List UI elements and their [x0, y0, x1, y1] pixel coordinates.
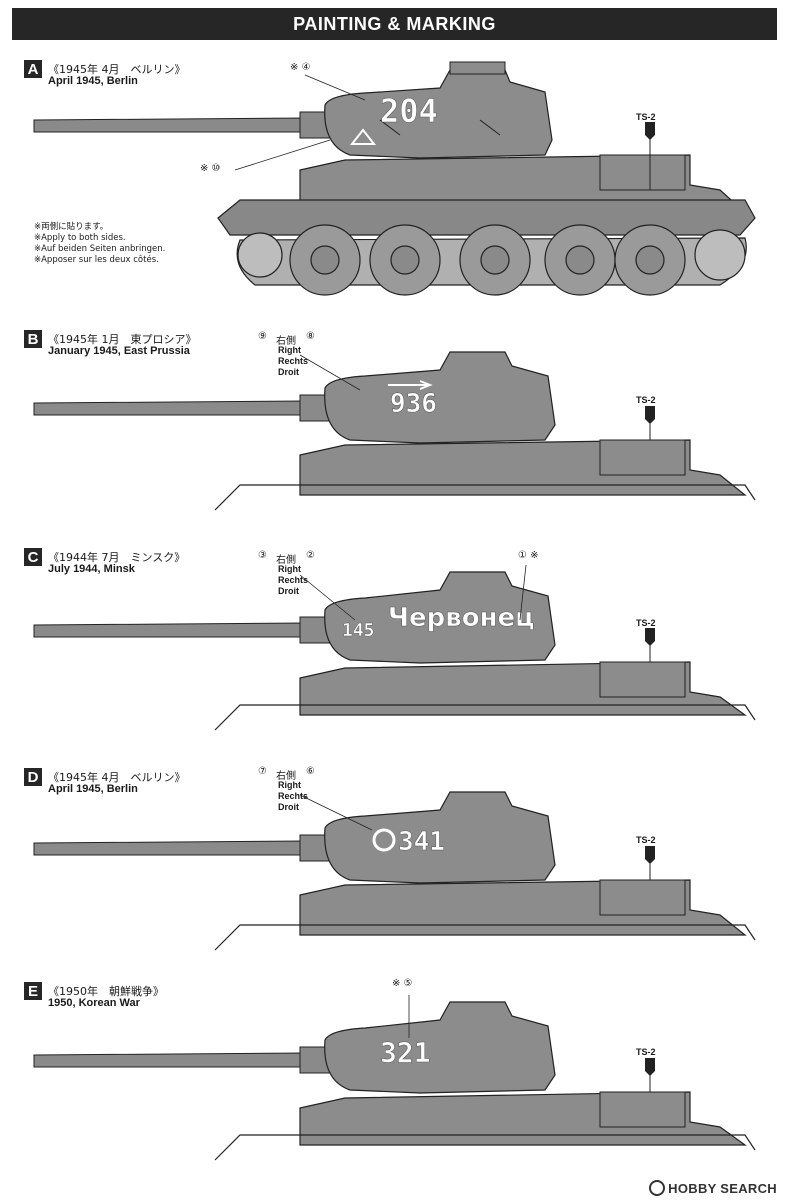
- circle-marking: [372, 828, 396, 852]
- section-letter: D: [24, 768, 42, 786]
- section-date-en: April 1945, Berlin: [48, 783, 138, 795]
- road-wheels: [237, 224, 746, 296]
- section-date-en: January 1945, East Prussia: [48, 345, 190, 357]
- ts2-label: TS-2: [636, 835, 656, 845]
- tank-diagram-b: 936: [33, 351, 756, 511]
- section-date-jp: 《1944年 7月 ミンスク》: [48, 551, 186, 564]
- watermark-logo-icon: [649, 1180, 666, 1196]
- section-letter: E: [24, 982, 42, 1000]
- callout-side-word: 右側: [276, 336, 296, 347]
- section-date-jp: 《1945年 4月 ベルリン》: [48, 771, 186, 784]
- section-letter: C: [24, 548, 42, 566]
- tactical-number: 145: [342, 620, 375, 641]
- callout-decal-9: ⑨: [258, 331, 267, 342]
- callout-decal-5: ※ ⑤: [392, 978, 413, 989]
- section-date-en: April 1945, Berlin: [48, 75, 138, 87]
- callout-side-word: 右側: [276, 771, 296, 782]
- callout-decal-1: ① ※: [518, 550, 539, 561]
- callout-decal-6: ⑥: [306, 766, 315, 777]
- section-letter: A: [24, 60, 42, 78]
- callout-decal-8: ⑧: [306, 331, 315, 342]
- callout-decal-2: ②: [306, 550, 315, 561]
- section-letter: B: [24, 330, 42, 348]
- callout-side-word: 右側: [276, 555, 296, 566]
- ts2-marker-icon: [645, 1058, 655, 1076]
- slogan-text: Червонец: [388, 603, 534, 633]
- placement-notes: ※両側に貼ります。 ※Apply to both sides. ※Auf bei…: [34, 222, 166, 265]
- ts2-marker-icon: [645, 628, 655, 646]
- ts2-label: TS-2: [636, 618, 656, 628]
- ts2-label: TS-2: [636, 395, 656, 405]
- tactical-number: 936: [390, 389, 437, 419]
- tank-diagram-e: 321: [33, 995, 756, 1161]
- section-date-jp: 《1950年 朝鮮戦争》: [48, 985, 164, 998]
- callout-decal-3: ③: [258, 550, 267, 561]
- tactical-number: 204: [380, 92, 438, 130]
- ts2-label: TS-2: [636, 112, 656, 122]
- watermark: HOBBY SEARCH: [649, 1180, 777, 1196]
- tank-diagram-a: 204: [33, 61, 756, 296]
- tank-diagram-d: 341: [33, 791, 756, 951]
- ts2-label: TS-2: [636, 1047, 656, 1057]
- ts2-marker-icon: [645, 846, 655, 864]
- callout-decal-10: ※ ⑩: [200, 163, 221, 174]
- callout-decal-4: ※ ④: [290, 62, 311, 73]
- ts2-marker-icon: [645, 406, 655, 424]
- tactical-number: 321: [380, 1036, 431, 1069]
- callout-decal-7: ⑦: [258, 766, 267, 777]
- tactical-number: 341: [398, 827, 445, 857]
- unit-triangle-marking: [349, 128, 377, 145]
- section-date-jp: 《1945年 4月 ベルリン》: [48, 63, 186, 76]
- section-date-en: 1950, Korean War: [48, 997, 140, 1009]
- section-date-jp: 《1945年 1月 東プロシア》: [48, 333, 197, 346]
- tank-diagram-c: 145 Червонец: [33, 564, 756, 731]
- ts2-marker-icon: [645, 122, 655, 140]
- page-title: PAINTING & MARKING: [12, 8, 777, 40]
- section-date-en: July 1944, Minsk: [48, 563, 135, 575]
